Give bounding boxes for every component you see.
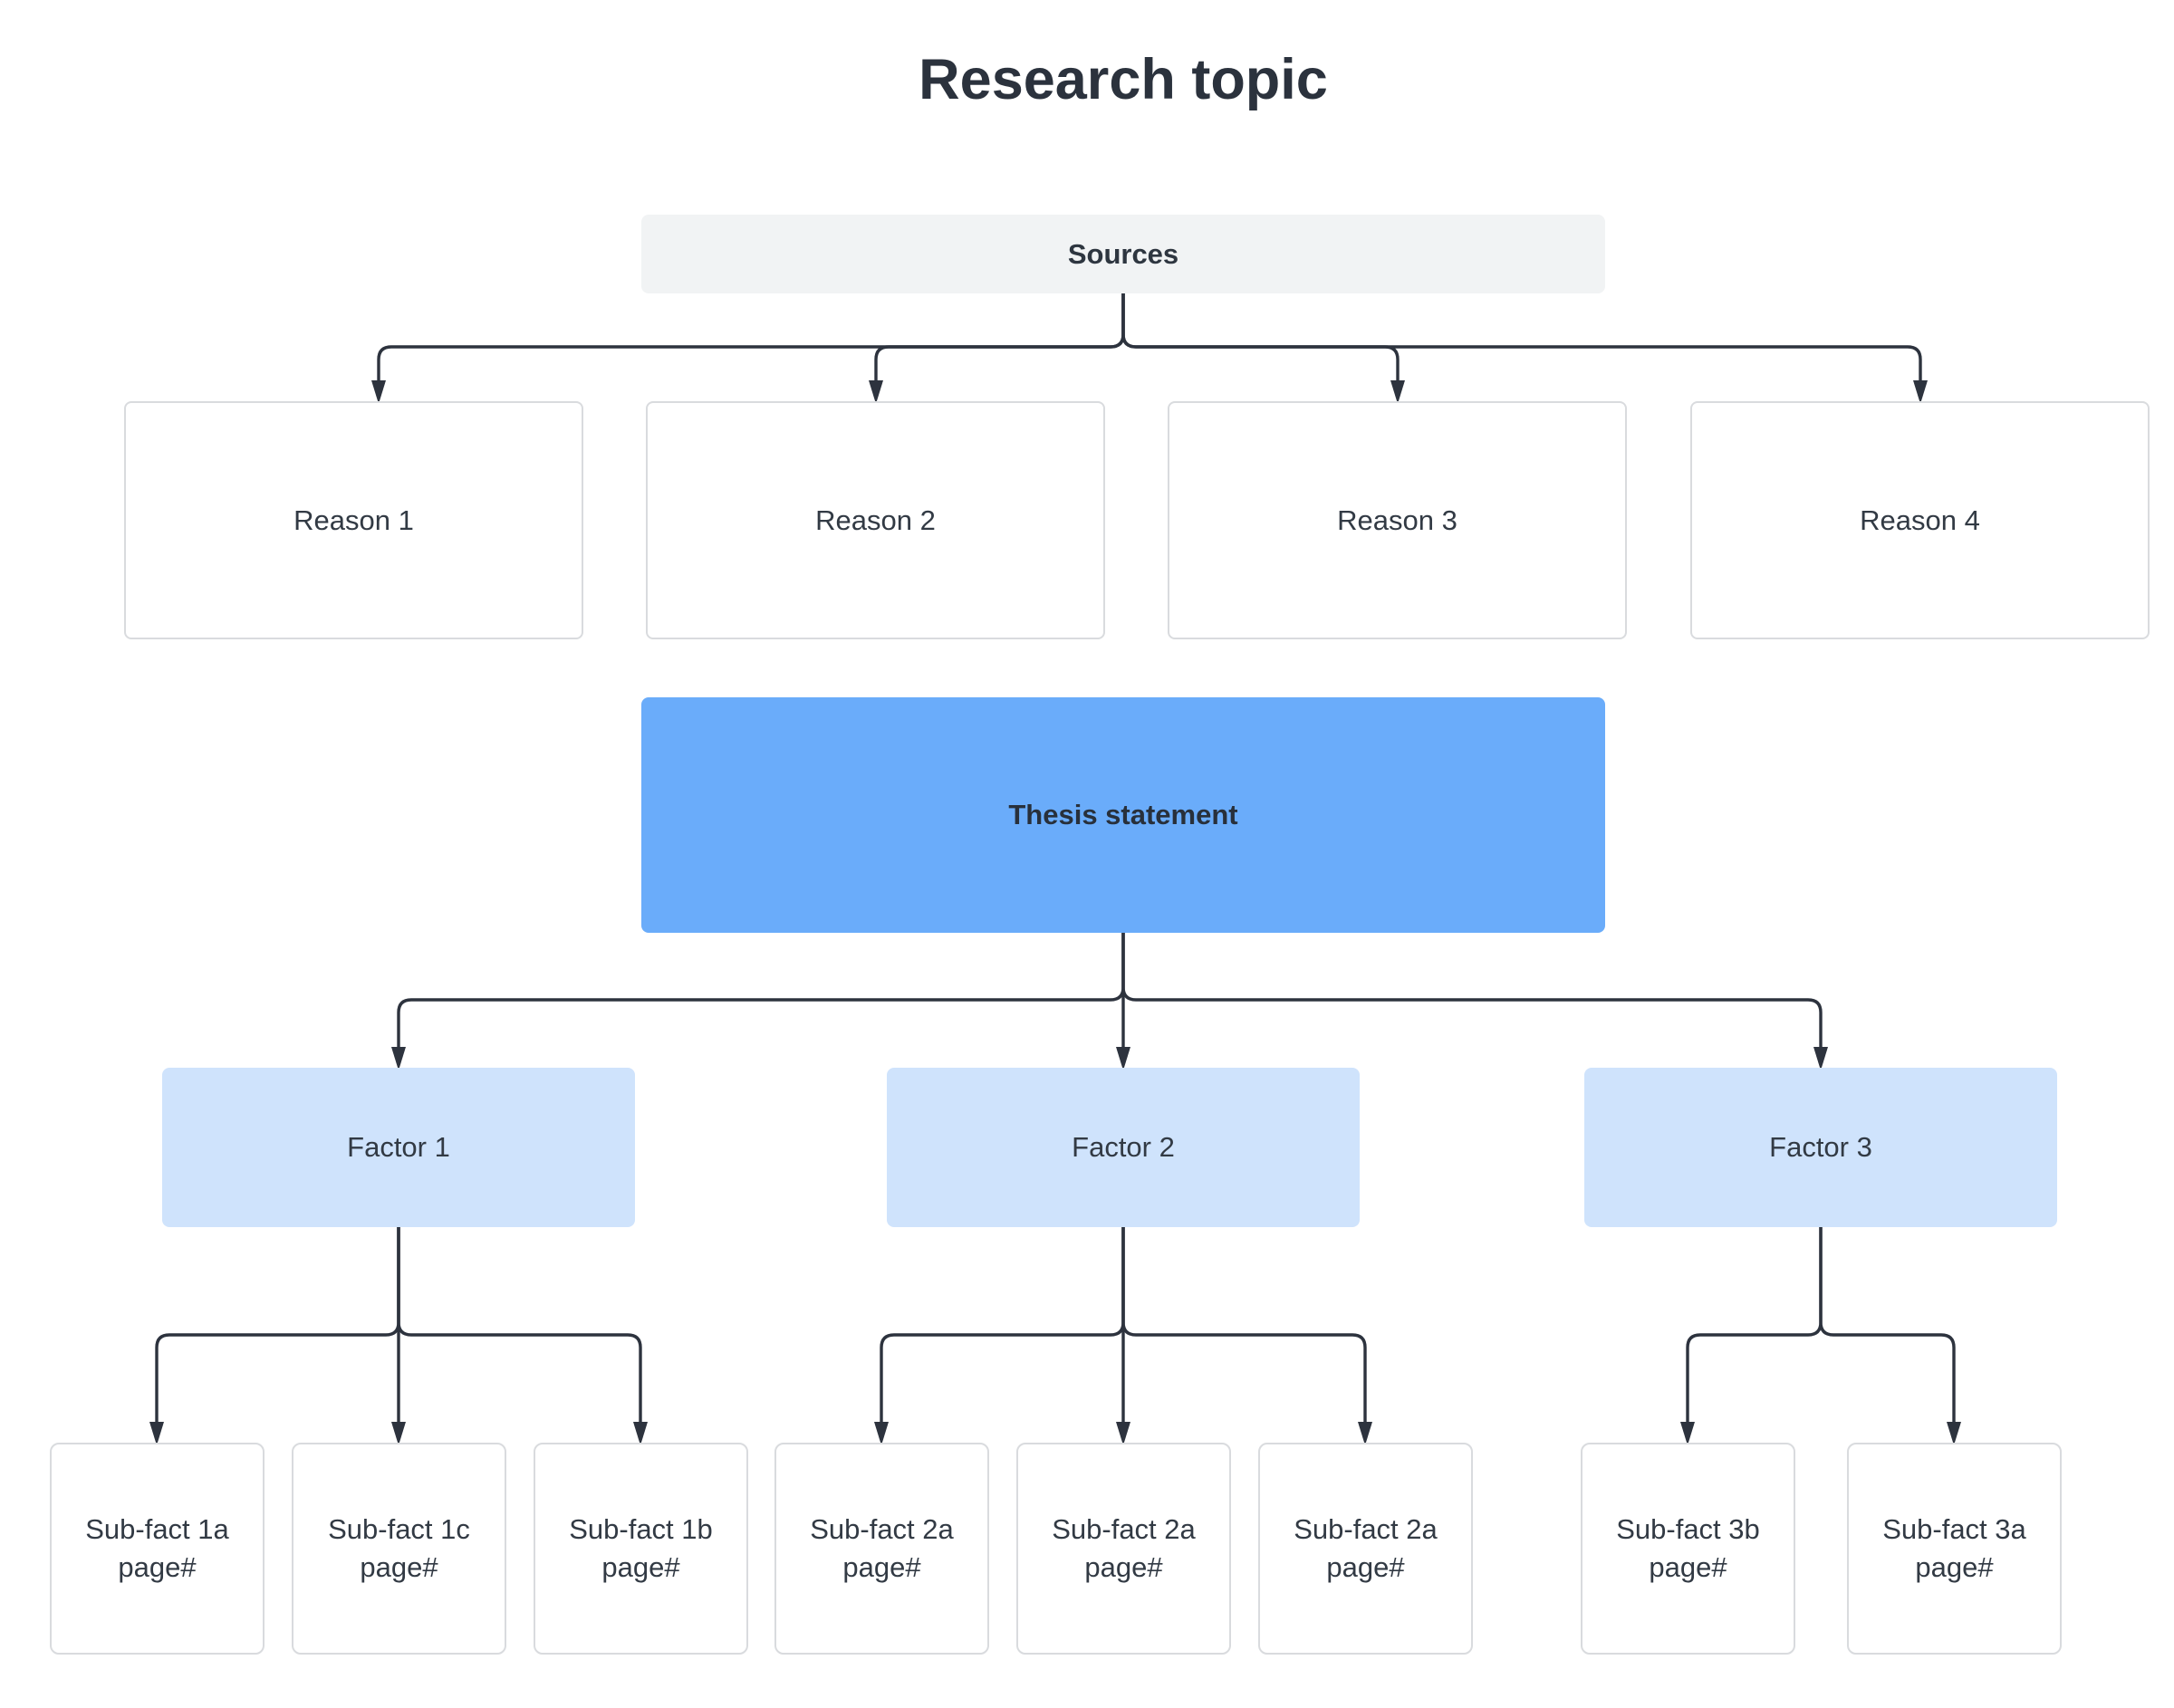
reason-1-label: Reason 1 [293, 504, 414, 536]
subfact-1c-node: Sub-fact 1c page# [292, 1443, 506, 1655]
subfact-1a-node: Sub-fact 1a page# [50, 1443, 265, 1655]
subfact-2a-node-3: Sub-fact 2a page# [1258, 1443, 1473, 1655]
reason-4-node: Reason 4 [1690, 401, 2150, 639]
subfact-2a-node-2: Sub-fact 2a page# [1016, 1443, 1231, 1655]
factor-2-label: Factor 2 [1072, 1131, 1175, 1163]
subfact-1b-label: Sub-fact 1b [569, 1513, 713, 1545]
subfact-3b-page: page# [1649, 1551, 1727, 1583]
page-title: Research topic [919, 48, 1328, 111]
connector-sources-to-reasons [371, 293, 1928, 404]
subfact-2a-page-2: page# [1084, 1551, 1163, 1583]
connector-thesis-to-factors [391, 933, 1828, 1070]
reason-3-label: Reason 3 [1337, 504, 1457, 536]
factor-1-label: Factor 1 [347, 1131, 450, 1163]
subfact-1c-page: page# [360, 1551, 438, 1583]
subfact-3b-node: Sub-fact 3b page# [1581, 1443, 1795, 1655]
factor-2-node: Factor 2 [887, 1068, 1360, 1227]
subfact-1c-label: Sub-fact 1c [328, 1513, 470, 1545]
thesis-statement-node: Thesis statement [641, 697, 1605, 933]
factor-3-label: Factor 3 [1769, 1131, 1872, 1163]
subfact-3a-label: Sub-fact 3a [1882, 1513, 2026, 1545]
reason-2-node: Reason 2 [646, 401, 1105, 639]
sources-node: Sources [641, 215, 1605, 293]
subfact-1b-node: Sub-fact 1b page# [534, 1443, 748, 1655]
subfact-3b-label: Sub-fact 3b [1616, 1513, 1760, 1545]
sources-label: Sources [1067, 237, 1179, 270]
subfact-3a-page: page# [1915, 1551, 1994, 1583]
reason-4-label: Reason 4 [1860, 504, 1980, 536]
factor-1-node: Factor 1 [162, 1068, 635, 1227]
connector-factor3-to-subfacts [1680, 1227, 1961, 1445]
factor-3-node: Factor 3 [1584, 1068, 2057, 1227]
subfact-2a-label-3: Sub-fact 2a [1294, 1513, 1438, 1545]
thesis-label: Thesis statement [1008, 799, 1238, 830]
subfact-1a-label: Sub-fact 1a [85, 1513, 229, 1545]
subfact-2a-label-2: Sub-fact 2a [1052, 1513, 1196, 1545]
subfact-3a-node: Sub-fact 3a page# [1847, 1443, 2062, 1655]
connector-factor2-to-subfacts [874, 1227, 1372, 1445]
reason-1-node: Reason 1 [124, 401, 583, 639]
reason-2-label: Reason 2 [815, 504, 936, 536]
subfact-2a-node-1: Sub-fact 2a page# [774, 1443, 989, 1655]
subfact-2a-label-1: Sub-fact 2a [810, 1513, 954, 1545]
reason-3-node: Reason 3 [1168, 401, 1627, 639]
subfact-1b-page: page# [601, 1551, 680, 1583]
subfact-1a-page: page# [118, 1551, 197, 1583]
subfact-2a-page-3: page# [1326, 1551, 1405, 1583]
connector-factor1-to-subfacts [149, 1227, 648, 1445]
subfact-2a-page-1: page# [842, 1551, 921, 1583]
